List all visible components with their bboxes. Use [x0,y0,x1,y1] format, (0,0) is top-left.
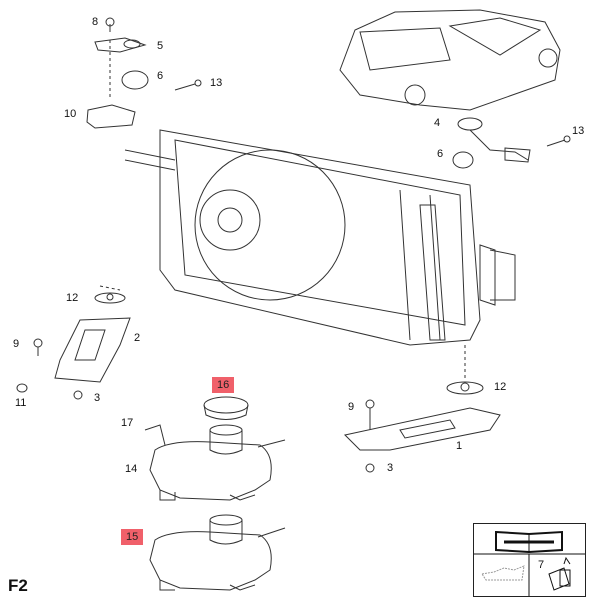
right-parts [452,117,571,169]
right-bracket [343,345,501,473]
callout-3: 3 [387,462,394,474]
figure-label: F2 [8,576,28,595]
callout-6: 6 [157,70,164,82]
callout-7: 7 [538,559,545,571]
callout-13: 13 [572,125,585,137]
callout-5: 5 [157,40,164,52]
callout-14: 14 [125,463,138,475]
oil-can-icon [481,565,525,581]
highlighted-callout-15[interactable]: 15 [121,529,144,545]
expansion-tank-14 [144,424,286,501]
callout-6: 6 [437,148,444,160]
callout-2: 2 [134,332,141,344]
callout-10: 10 [64,108,77,120]
callout-4: 4 [434,117,441,129]
expansion-tank-15 [149,514,286,591]
left-bracket [16,285,131,400]
callout-9: 9 [13,338,20,350]
manual-wrench-icon [495,530,563,554]
callout-13: 13 [210,77,223,89]
callout-17: 17 [121,417,134,429]
sealant-tube-icon [548,556,571,591]
vehicle-outline [339,9,561,111]
callout-11: 11 [15,397,27,409]
callout-12: 12 [66,292,79,304]
callout-9: 9 [348,401,355,413]
info-box: 7 [473,523,586,597]
callout-8: 8 [92,16,99,28]
reservoir-cap [203,396,249,420]
callout-12: 12 [494,381,507,393]
radiator-fan-assembly [124,129,516,346]
highlighted-callout-16[interactable]: 16 [212,377,235,393]
callout-1: 1 [456,440,463,452]
callout-3: 3 [94,392,101,404]
top-left-parts [86,17,202,129]
info-box-graphics [474,530,585,596]
